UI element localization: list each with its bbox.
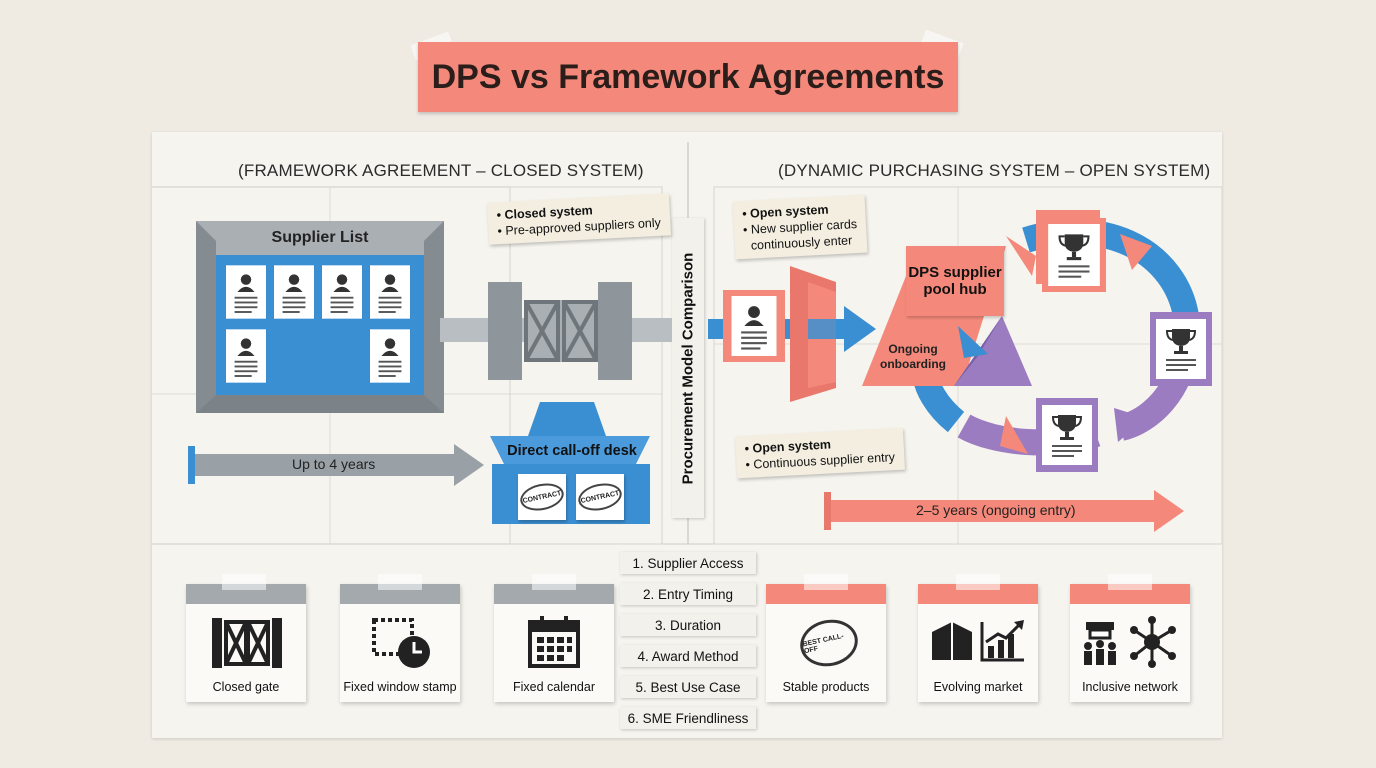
tape (378, 574, 422, 590)
dps-hub: DPS supplier pool hub (906, 246, 1004, 316)
tile-label: Inclusive network (1082, 680, 1178, 694)
tape (956, 574, 1000, 590)
page-title: DPS vs Framework Agreements (418, 42, 958, 112)
open-system-note-top: • Open system • New supplier cards conti… (732, 194, 868, 260)
tile-label: Closed gate (212, 680, 280, 694)
tile-label: Fixed calendar (513, 680, 595, 694)
contract-card: CONTRACT (575, 474, 625, 520)
right-duration-label: 2–5 years (ongoing entry) (916, 502, 1076, 518)
tile-label: Stable products (782, 680, 870, 694)
calloff-desk (490, 402, 650, 524)
calendar-icon (528, 616, 580, 668)
tape (222, 574, 266, 590)
tile-fixed-calendar: Fixed calendar (494, 584, 614, 702)
shop-network-icon (1084, 616, 1176, 668)
tile-evolving-market: Evolving market (918, 584, 1038, 702)
tile-fixed-window: Fixed window stamp (340, 584, 460, 702)
new-supplier-card (723, 290, 785, 362)
center-label-strip: Procurement Model Comparison (672, 218, 704, 518)
contract-card: CONTRACT (517, 474, 567, 520)
contract-stamp: CONTRACT (517, 479, 567, 515)
trophy-card (1036, 210, 1106, 292)
boxes-growth-chart-icon (932, 620, 1024, 662)
duration-arrow-left (188, 444, 484, 486)
tile-label: Evolving market (933, 680, 1023, 694)
tile-label: Fixed window stamp (343, 680, 457, 694)
tile-inclusive-network: Inclusive network (1070, 584, 1190, 702)
closed-gate-connector (440, 282, 672, 380)
supplier-cards (226, 265, 410, 383)
window-stamp-clock-icon (372, 618, 430, 668)
criterion-label: 2. Entry Timing (620, 583, 756, 605)
note-line: continuously enter (750, 233, 853, 253)
ongoing-onboarding-label: Ongoing onboarding (880, 342, 946, 371)
trophy-card (1036, 398, 1098, 472)
criteria-list: 1. Supplier Access 2. Entry Timing 3. Du… (620, 552, 756, 738)
criterion-label: 3. Duration (620, 614, 756, 636)
criterion-label: 5. Best Use Case (620, 676, 756, 698)
trophy-card (1150, 312, 1212, 386)
stamp-text: BEST CALL-OFF (802, 632, 845, 656)
criterion-label: 6. SME Friendliness (620, 707, 756, 729)
contract-stamp: CONTRACT (575, 479, 625, 515)
criterion-label: 1. Supplier Access (620, 552, 756, 574)
criterion-label: 4. Award Method (620, 645, 756, 667)
open-system-note-bottom: • Open system • Continuous supplier entr… (735, 427, 905, 479)
calloff-desk-label: Direct call-off desk (507, 443, 637, 459)
center-label: Procurement Model Comparison (679, 252, 697, 484)
best-call-off-stamp-icon: BEST CALL-OFF (795, 614, 863, 672)
tile-closed-gate: Closed gate (186, 584, 306, 702)
tile-stable-products: BEST CALL-OFF Stable products (766, 584, 886, 702)
tape (532, 574, 576, 590)
dps-header: (DYNAMIC PURCHASING SYSTEM – OPEN SYSTEM… (778, 161, 1211, 180)
tape (804, 574, 848, 590)
tape (1108, 574, 1152, 590)
supplier-list-title: Supplier List (271, 229, 369, 246)
duration-arrow-right (824, 490, 1184, 532)
closed-gate-icon (212, 618, 282, 668)
left-duration-label: Up to 4 years (292, 456, 376, 472)
framework-header: (FRAMEWORK AGREEMENT – CLOSED SYSTEM) (238, 161, 644, 180)
